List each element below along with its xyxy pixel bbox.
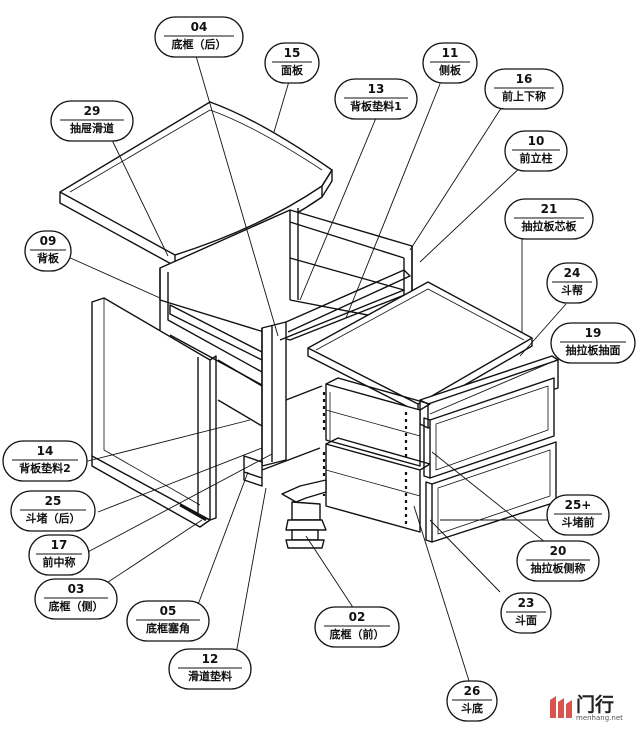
pull-out-board — [307, 281, 533, 413]
callout-14-name: 背板垫料2 — [19, 462, 71, 475]
callout-26-number: 26 — [463, 684, 481, 698]
callout-25-plus-name: 斗堵前 — [561, 516, 595, 529]
callout-19-name: 抽拉板抽面 — [565, 344, 621, 357]
callout-25-number: 25 — [44, 494, 62, 508]
callout-29: 29 抽屉滑道 — [50, 100, 134, 142]
callout-03-name: 底框（侧） — [48, 600, 104, 613]
callout-17-number: 17 — [50, 538, 68, 552]
callout-20: 20 抽拉板侧称 — [516, 540, 600, 582]
callout-29-name: 抽屉滑道 — [70, 122, 114, 135]
callout-16-name: 前上下称 — [502, 90, 546, 103]
callout-10: 10 前立柱 — [504, 130, 568, 172]
callout-05: 05 底框塞角 — [126, 600, 210, 642]
callout-09-name: 背板 — [37, 252, 59, 265]
callout-11-name: 侧板 — [439, 64, 461, 77]
callout-20-name: 抽拉板侧称 — [530, 562, 586, 575]
callout-23-number: 23 — [517, 596, 535, 610]
callout-13-number: 13 — [367, 82, 385, 96]
callout-16-number: 16 — [515, 72, 533, 86]
callout-12-number: 12 — [201, 652, 219, 666]
brand-url: menhang.net — [576, 714, 623, 722]
callout-29-number: 29 — [83, 104, 101, 118]
callout-02-number: 02 — [348, 610, 366, 624]
callout-24: 24 斗帮 — [546, 262, 598, 304]
callout-03-number: 03 — [67, 582, 85, 596]
callout-24-number: 24 — [563, 266, 581, 280]
callout-05-name: 底框塞角 — [146, 622, 190, 635]
callout-23: 23 斗面 — [500, 592, 552, 634]
callout-15-number: 15 — [283, 46, 301, 60]
callout-19: 19 抽拉板抽面 — [550, 322, 636, 364]
callout-21-number: 21 — [540, 202, 558, 216]
callout-24-name: 斗帮 — [561, 284, 583, 297]
callout-25-plus-number: 25+ — [564, 498, 592, 512]
back-panel — [91, 297, 217, 528]
callout-15: 15 面板 — [264, 42, 320, 84]
callout-21-name: 抽拉板芯板 — [521, 220, 577, 233]
upper-drawer — [322, 377, 555, 479]
callout-04-name: 底框（后） — [171, 38, 227, 51]
callout-13-name: 背板垫料1 — [350, 100, 402, 113]
callout-09-number: 09 — [39, 234, 57, 248]
cabinet-foot — [281, 479, 327, 549]
callout-20-number: 20 — [549, 544, 567, 558]
callout-25-name: 斗堵（后） — [25, 512, 81, 525]
brand-watermark: 门行 menhang.net — [548, 690, 638, 726]
callout-09: 09 背板 — [24, 230, 72, 272]
callout-25-plus: 25+ 斗堵前 — [546, 494, 610, 536]
callout-19-number: 19 — [584, 326, 602, 340]
callout-23-name: 斗面 — [515, 614, 537, 627]
leader-lines — [65, 55, 586, 685]
callout-14-number: 14 — [36, 444, 54, 458]
callout-12: 12 滑道垫料 — [168, 648, 252, 690]
callout-05-number: 05 — [159, 604, 177, 618]
callout-13: 13 背板垫料1 — [334, 78, 418, 120]
carcass-frame — [159, 208, 413, 487]
callout-04-number: 04 — [190, 20, 208, 34]
callout-11-number: 11 — [441, 46, 459, 60]
callout-12-name: 滑道垫料 — [188, 670, 232, 683]
callout-02-name: 底框（前） — [329, 628, 385, 641]
callout-17-name: 前中称 — [42, 556, 76, 569]
callout-11: 11 侧板 — [422, 42, 478, 84]
callout-15-name: 面板 — [281, 64, 303, 77]
callout-26: 26 斗底 — [446, 680, 498, 722]
top-panel — [59, 101, 333, 267]
callout-17: 17 前中称 — [28, 534, 90, 576]
callout-21: 21 抽拉板芯板 — [504, 198, 594, 240]
callout-04: 04 底框（后） — [154, 16, 244, 58]
callout-03: 03 底框（侧） — [34, 578, 118, 620]
callout-02: 02 底框（前） — [314, 606, 400, 648]
brand-name: 门行 — [576, 694, 615, 716]
callout-14: 14 背板垫料2 — [2, 440, 88, 482]
callout-16: 16 前上下称 — [484, 68, 564, 110]
callout-10-name: 前立柱 — [519, 152, 553, 165]
callout-25: 25 斗堵（后） — [10, 490, 96, 532]
brand-logo-icon — [550, 696, 572, 718]
callout-10-number: 10 — [527, 134, 545, 148]
callout-26-name: 斗底 — [461, 702, 483, 715]
